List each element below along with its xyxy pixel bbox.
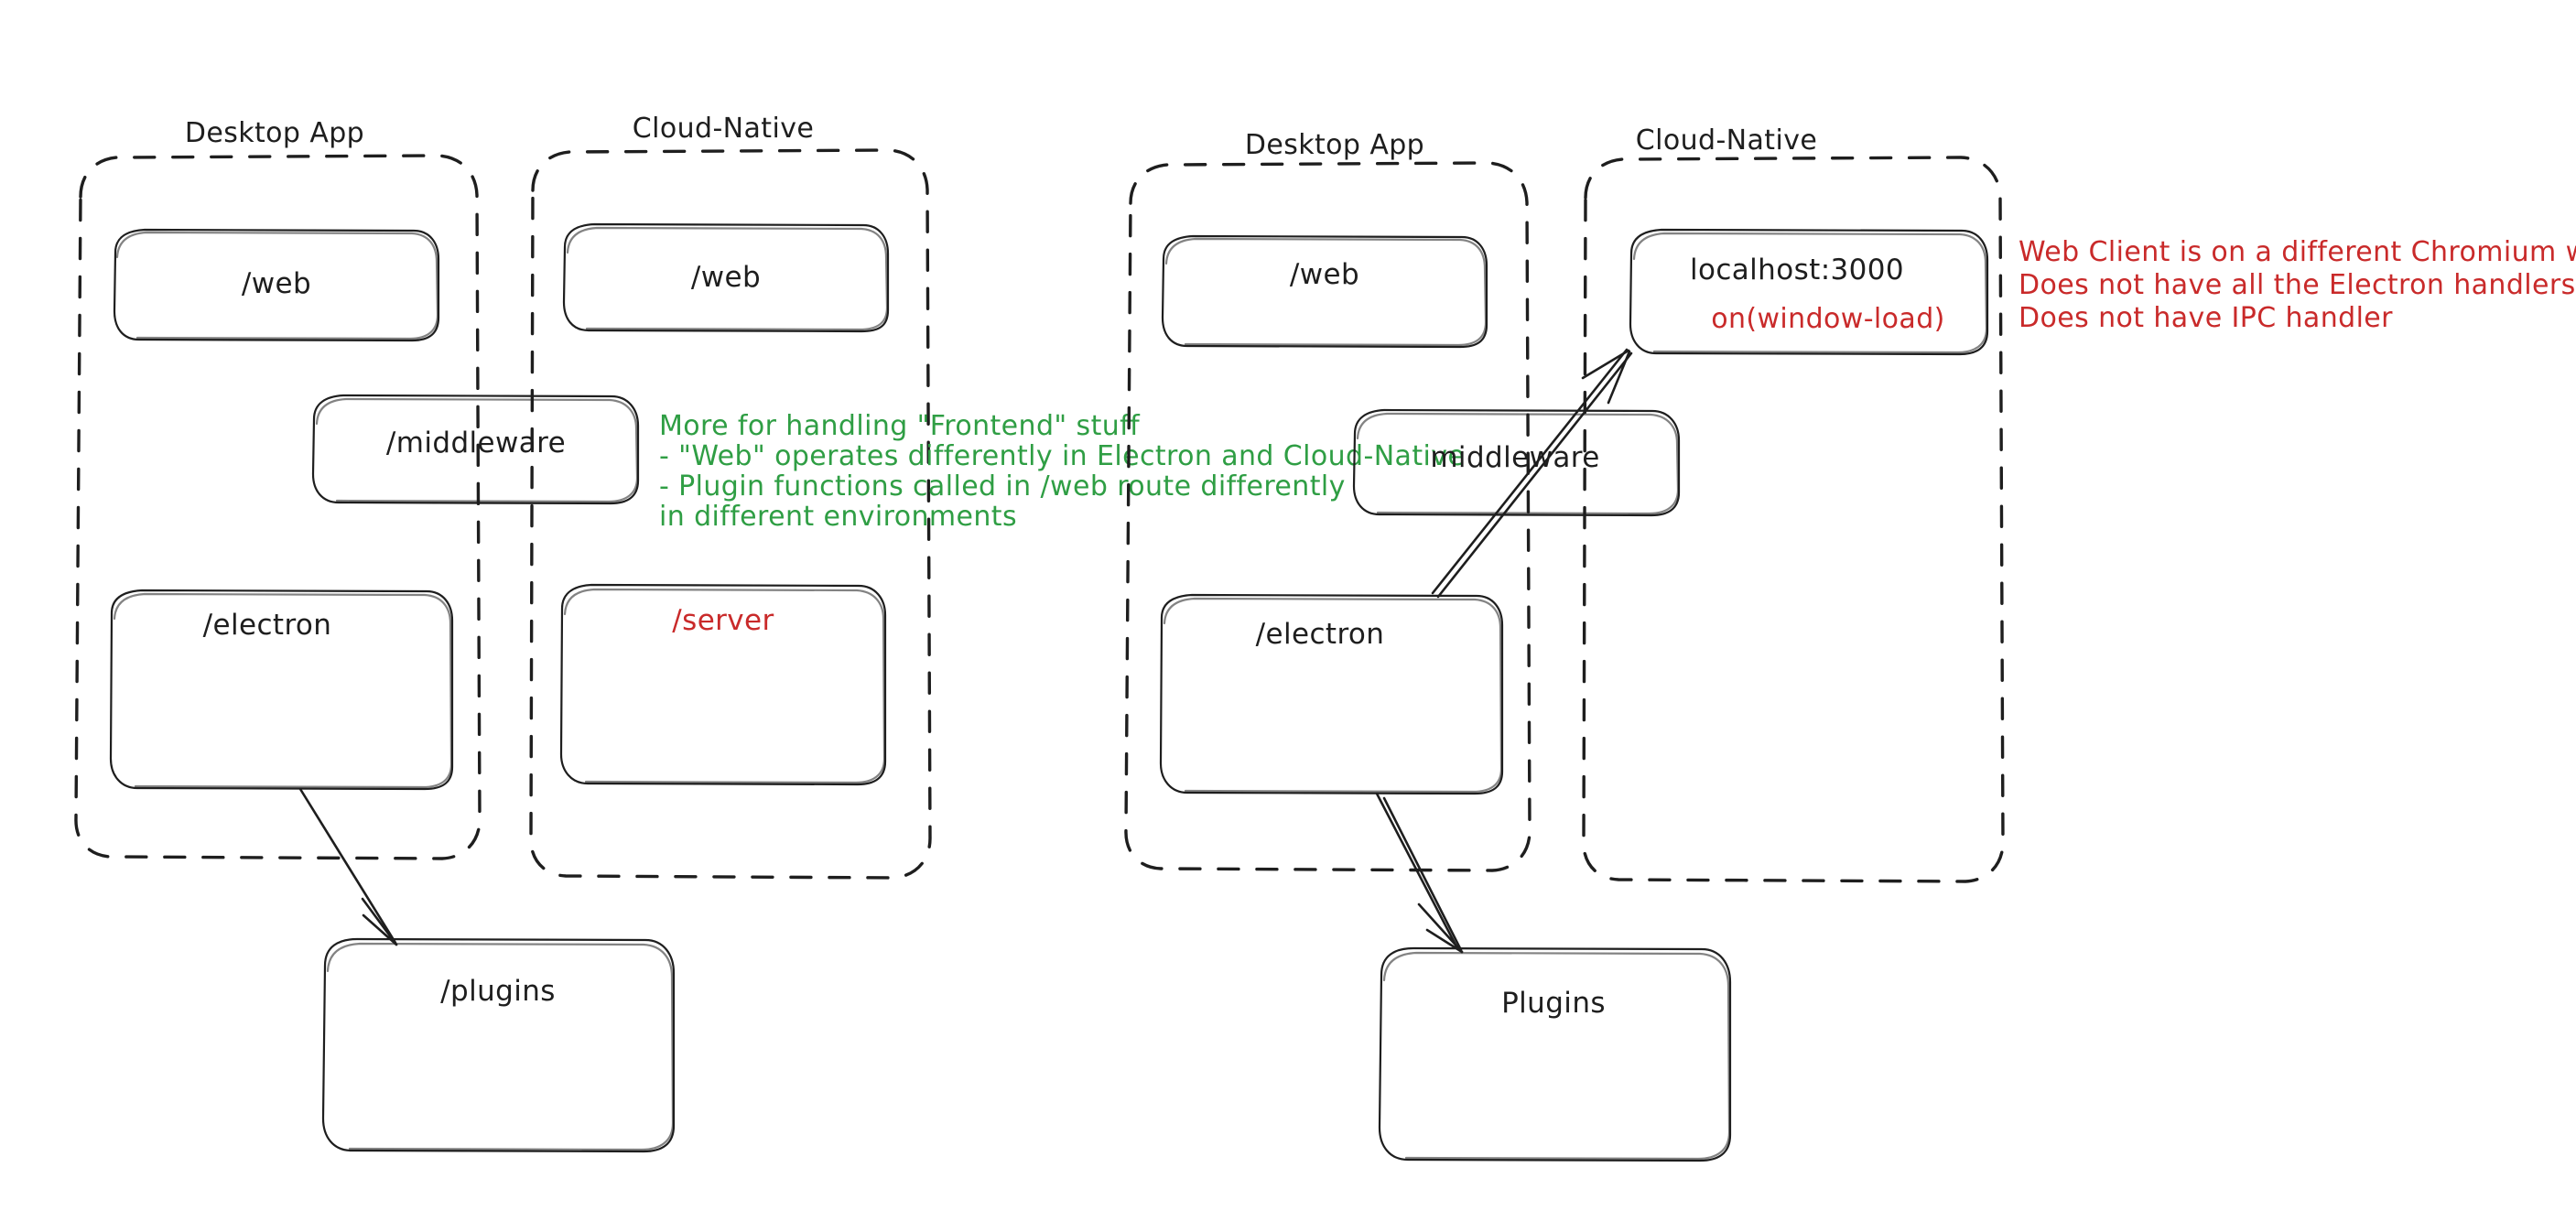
arrow-right-electron-to-localhost (1431, 348, 1633, 599)
note-green-line-3: - Plugin functions called in /web route … (659, 470, 1346, 503)
arrow-right-electron-to-plugins (1375, 792, 1464, 954)
node-label-right-localhost-event: on(window-load) (1711, 303, 1945, 335)
group-label-right-cloud: Cloud-Native (1636, 124, 1817, 157)
node-left-plugins[interactable]: /plugins (321, 937, 676, 1153)
node-right-electron[interactable]: /electron (1159, 593, 1504, 795)
group-container-left-cloud (529, 148, 932, 880)
node-label-left-cloud-web: /web (691, 261, 761, 294)
group-label-left-desktop: Desktop App (185, 117, 364, 149)
node-label-right-plugins: Plugins (1501, 987, 1606, 1020)
node-label-right-electron: /electron (1256, 618, 1385, 651)
note-green-line-2: - "Web" operates differently in Electron… (659, 440, 1465, 472)
group-container-left-desktop (74, 154, 482, 860)
node-left-electron[interactable]: /electron (109, 589, 454, 791)
node-left-server[interactable]: /server (559, 583, 887, 786)
node-left-cloud-web[interactable]: /web (562, 222, 890, 333)
note-red-line-2: Does not have all the Electron handlers (2019, 269, 2576, 301)
node-right-desktop-web[interactable]: /web (1161, 234, 1488, 349)
node-label-right-localhost: localhost:3000 (1690, 254, 1904, 286)
node-left-middleware[interactable]: /middleware (311, 394, 640, 505)
node-label-left-electron: /electron (203, 609, 332, 642)
node-right-plugins[interactable]: Plugins (1378, 946, 1732, 1162)
group-container-right-desktop (1124, 161, 1532, 872)
group-label-left-cloud: Cloud-Native (633, 113, 814, 145)
node-label-right-desktop-web: /web (1290, 258, 1359, 291)
node-label-left-middleware: /middleware (386, 427, 566, 459)
note-green: More for handling "Frontend" stuff - "We… (659, 410, 1465, 533)
note-green-line-4: in different environments (659, 501, 1017, 533)
note-red-line-3: Does not have IPC handler (2019, 302, 2393, 334)
note-red: Web Client is on a different Chromium wi… (2019, 236, 2576, 334)
note-red-line-1: Web Client is on a different Chromium wi… (2019, 236, 2576, 268)
arrow-left-electron-to-plugins (298, 787, 398, 946)
node-right-localhost[interactable]: localhost:3000 on(window-load) (1629, 228, 1989, 356)
node-left-desktop-web[interactable]: /web (113, 228, 440, 342)
node-label-left-desktop-web: /web (242, 267, 311, 300)
note-green-line-1: More for handling "Frontend" stuff (659, 410, 1141, 442)
node-right-middleware[interactable]: middleware (1352, 408, 1681, 517)
group-container-right-cloud (1582, 156, 2005, 883)
node-label-left-plugins: /plugins (440, 975, 556, 1008)
node-label-right-middleware: middleware (1430, 441, 1599, 474)
node-label-left-server: /server (672, 604, 774, 637)
group-label-right-desktop: Desktop App (1245, 129, 1424, 161)
